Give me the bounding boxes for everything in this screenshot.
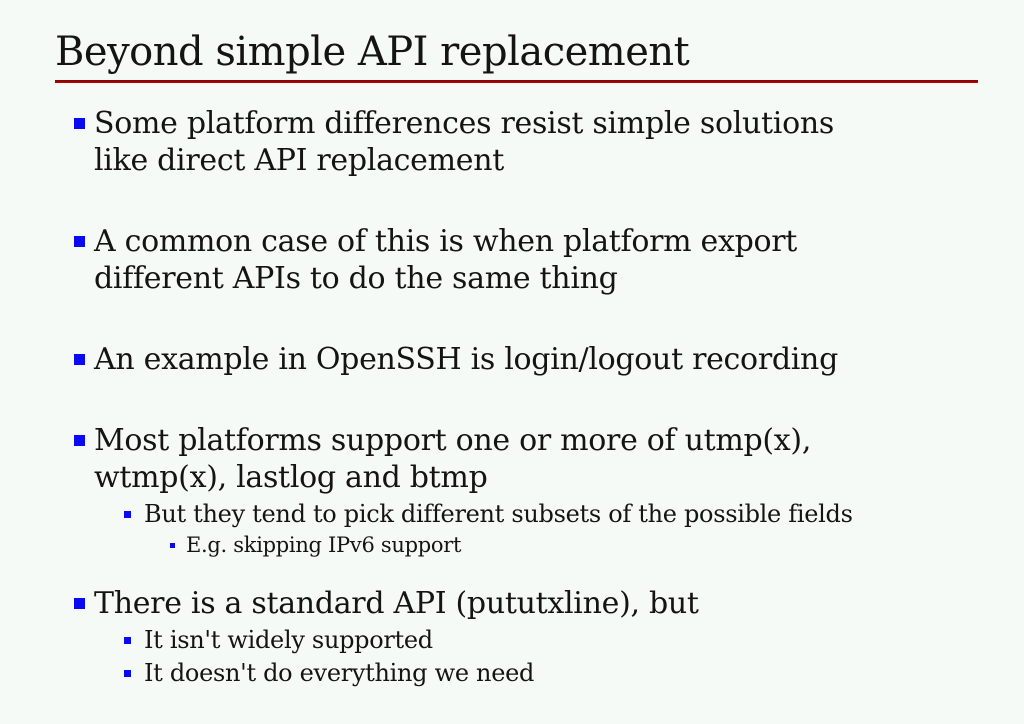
- square-bullet-icon: [74, 354, 85, 365]
- bullet-text: It doesn't do everything we need: [144, 659, 535, 687]
- bullet-item: A common case of this is when platform e…: [0, 223, 1024, 297]
- square-bullet-icon: [74, 435, 85, 446]
- square-bullet-icon: [124, 637, 131, 644]
- bullet-item: But they tend to pick different subsets …: [0, 499, 1024, 529]
- slide-header: Beyond simple API replacement: [55, 28, 978, 83]
- bullet-item: E.g. skipping IPv6 support: [0, 532, 1024, 558]
- bullet-text: Most platforms support one or more of ut…: [94, 423, 812, 495]
- square-bullet-icon: [74, 236, 85, 247]
- bullet-text: But they tend to pick different subsets …: [144, 500, 853, 528]
- square-bullet-icon: [124, 670, 131, 677]
- bullet-item: It doesn't do everything we need: [0, 658, 1024, 688]
- bullet-text: It isn't widely supported: [144, 626, 433, 654]
- square-bullet-icon: [124, 511, 131, 518]
- bullet-item: There is a standard API (pututxline), bu…: [0, 585, 1024, 622]
- bullet-text: A common case of this is when platform e…: [94, 224, 798, 296]
- bullet-text: Some platform differences resist simple …: [94, 106, 834, 178]
- bullet-list: Some platform differences resist simple …: [0, 100, 1024, 688]
- bullet-text: E.g. skipping IPv6 support: [186, 533, 462, 557]
- bullet-text: An example in OpenSSH is login/logout re…: [94, 342, 838, 377]
- slide-title: Beyond simple API replacement: [55, 29, 690, 75]
- square-bullet-icon: [170, 543, 175, 548]
- bullet-item: Some platform differences resist simple …: [0, 105, 1024, 179]
- square-bullet-icon: [74, 598, 85, 609]
- title-underline: [55, 80, 978, 83]
- bullet-item: Most platforms support one or more of ut…: [0, 422, 1024, 496]
- bullet-item: It isn't widely supported: [0, 625, 1024, 655]
- square-bullet-icon: [74, 118, 85, 129]
- bullet-item: An example in OpenSSH is login/logout re…: [0, 341, 1024, 378]
- bullet-text: There is a standard API (pututxline), bu…: [94, 586, 699, 621]
